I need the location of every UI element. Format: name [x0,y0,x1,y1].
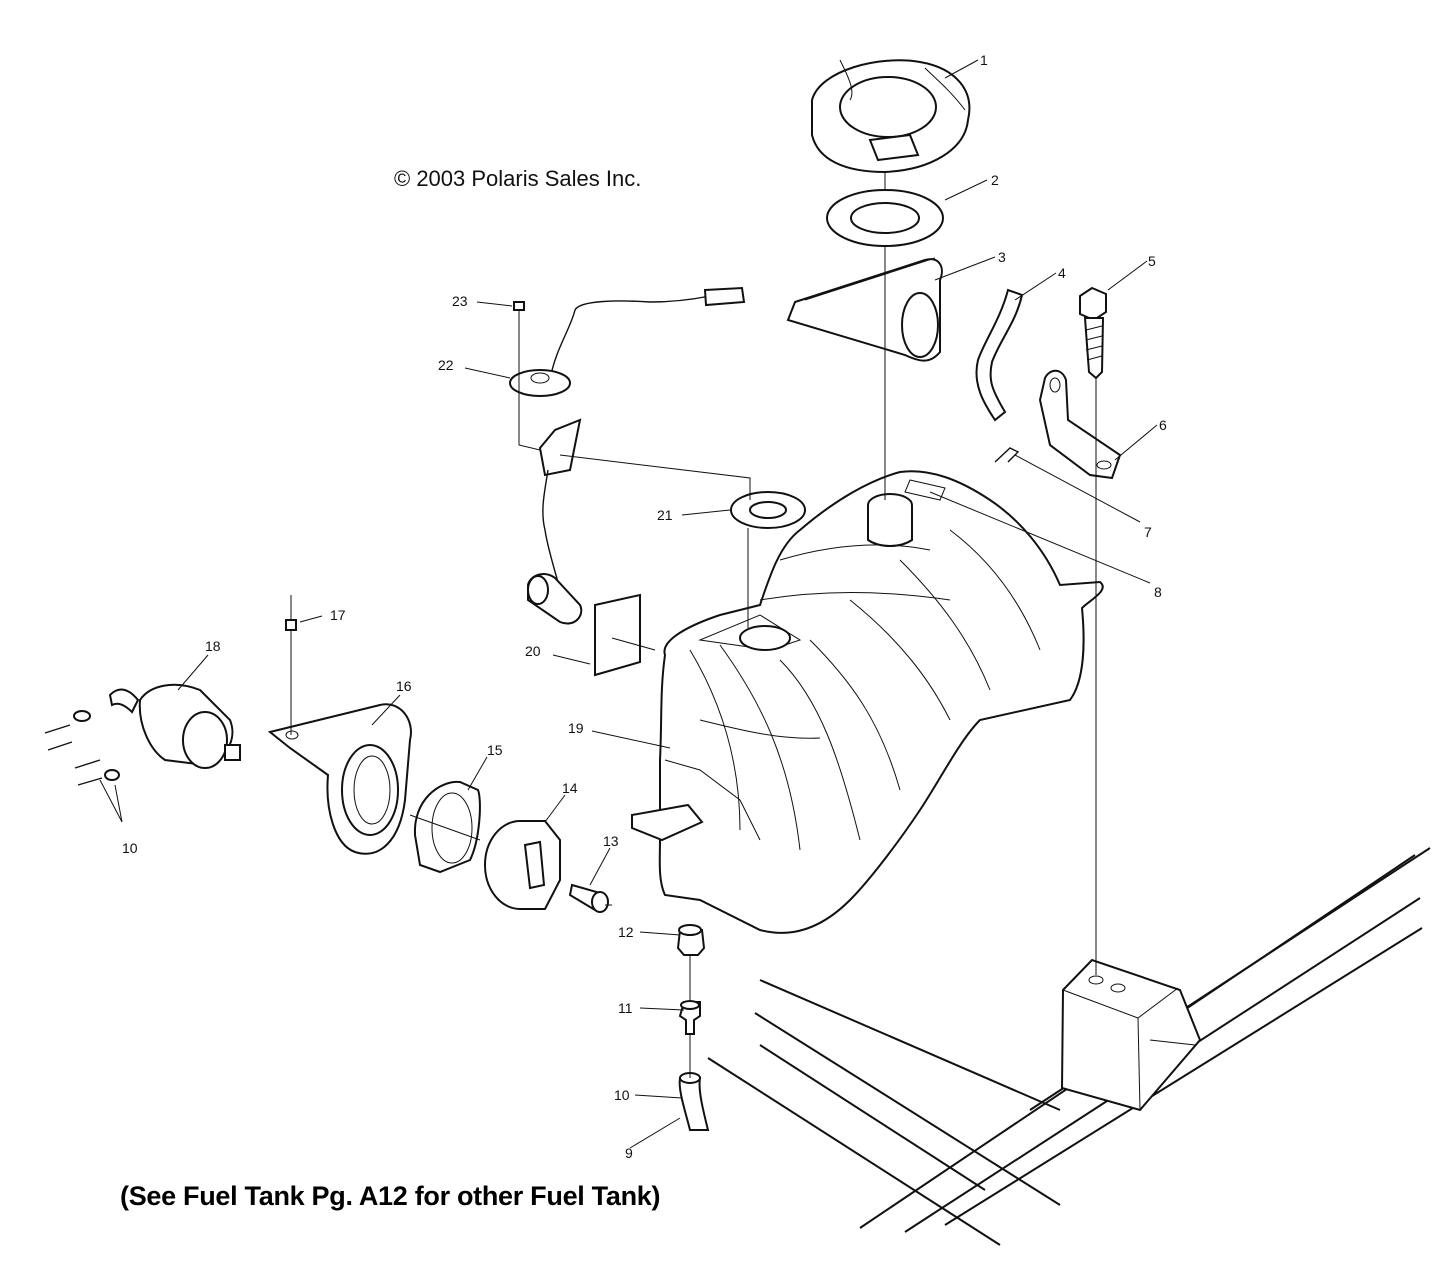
callout-10-filter: 10 [122,840,138,856]
callout-10-hose: 10 [614,1087,630,1103]
callout-1: 1 [980,52,988,68]
callout-7: 7 [1144,524,1152,540]
fuel-filter [108,683,241,769]
callout-9: 9 [625,1145,633,1161]
callout-2: 2 [991,172,999,188]
frame-rails [707,847,1431,1246]
clamp [44,710,120,786]
callout-5: 5 [1148,253,1156,269]
screw-small [285,595,297,631]
alignment-lines [290,172,1097,1078]
callout-14: 14 [562,780,578,796]
callout-8: 8 [1154,584,1162,600]
callout-17: 17 [330,607,346,623]
pad [786,257,943,362]
bolt [1079,286,1107,380]
callout-labels: 1 2 3 4 5 6 7 8 9 10 10 10 11 12 13 14 1… [122,52,1167,1161]
callout-22: 22 [438,357,454,373]
screw [568,883,609,913]
gasket-ring [826,189,944,247]
leader-lines [99,59,1158,1149]
footnote: (See Fuel Tank Pg. A12 for other Fuel Ta… [120,1181,661,1211]
callout-11: 11 [618,1000,633,1016]
grommet [676,924,706,956]
damper [484,820,561,910]
callout-12: 12 [618,924,634,940]
nut [413,780,481,874]
callout-21: 21 [657,507,673,523]
fitting [678,1000,701,1035]
callout-23: 23 [452,293,468,309]
fuel-cap [811,59,971,174]
callout-4: 4 [1058,265,1066,281]
filter-bracket [267,703,412,855]
callout-18: 18 [205,638,221,654]
sender-gasket [730,491,806,529]
callout-6: 6 [1159,417,1167,433]
callout-3: 3 [998,249,1006,265]
bracket [1038,369,1122,480]
clip [994,447,1020,463]
callout-13: 13 [603,833,619,849]
fuel-tank [631,470,1104,934]
fuel-hose [678,1072,710,1131]
copyright-notice: © 2003 Polaris Sales Inc. [394,166,642,191]
callout-15: 15 [487,742,503,758]
callout-16: 16 [396,678,412,694]
sender-screw [513,301,525,320]
vent-hose [975,288,1024,422]
callout-19: 19 [568,720,584,736]
callout-20: 20 [525,643,541,659]
fuel-sender [509,286,746,625]
label [594,593,641,677]
